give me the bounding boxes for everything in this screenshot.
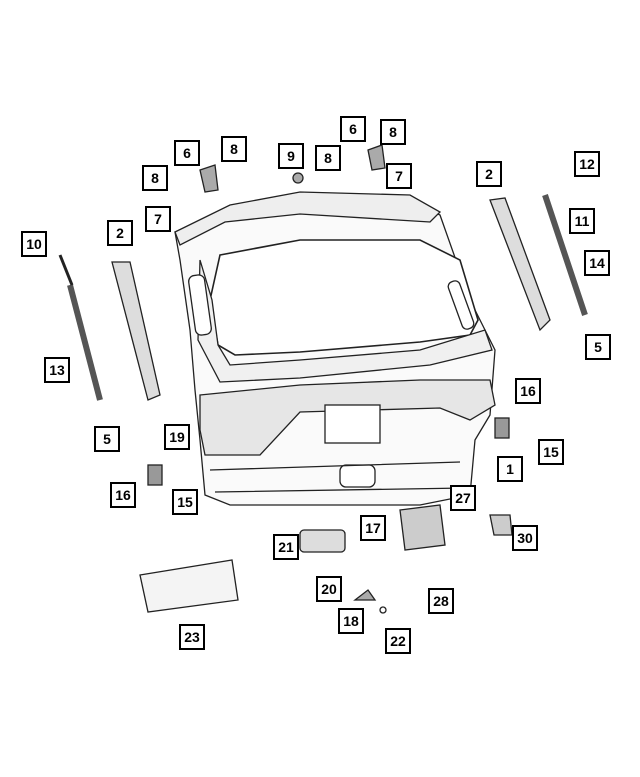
- callout-23: 23: [179, 624, 205, 650]
- callout-30: 30: [512, 525, 538, 551]
- callout-2: 2: [476, 161, 502, 187]
- callout-6: 6: [174, 140, 200, 166]
- callout-6: 6: [340, 116, 366, 142]
- callout-9: 9: [278, 143, 304, 169]
- callout-21: 21: [273, 534, 299, 560]
- license-plate-bracket: [139, 559, 239, 613]
- callout-10: 10: [21, 231, 47, 257]
- callout-15: 15: [172, 489, 198, 515]
- callout-8: 8: [142, 165, 168, 191]
- callout-8: 8: [221, 136, 247, 162]
- callout-14: 14: [584, 250, 610, 276]
- callout-5: 5: [585, 334, 611, 360]
- hinge: [489, 514, 513, 536]
- callout-13: 13: [44, 357, 70, 383]
- right-support-strut: [542, 194, 588, 316]
- callout-16: 16: [515, 378, 541, 404]
- callout-19: 19: [164, 424, 190, 450]
- left-support-strut: [67, 284, 103, 401]
- rear-window: [209, 239, 479, 356]
- callout-1: 1: [497, 456, 523, 482]
- callout-7: 7: [145, 206, 171, 232]
- callout-22: 22: [385, 628, 411, 654]
- callout-12: 12: [574, 151, 600, 177]
- callout-16: 16: [110, 482, 136, 508]
- callout-20: 20: [316, 576, 342, 602]
- bumper-left: [147, 464, 163, 486]
- right-applique: [489, 197, 551, 332]
- left-applique: [111, 261, 161, 401]
- callout-18: 18: [338, 608, 364, 634]
- bumper-right: [494, 417, 510, 439]
- callout-11: 11: [569, 208, 595, 234]
- callout-27: 27: [450, 485, 476, 511]
- spoiler: [174, 191, 442, 246]
- callout-2: 2: [107, 220, 133, 246]
- callout-17: 17: [360, 515, 386, 541]
- callout-5: 5: [94, 426, 120, 452]
- callout-15: 15: [538, 439, 564, 465]
- callout-8: 8: [380, 119, 406, 145]
- liftgate-handle: [299, 529, 346, 553]
- tail-lamp: [199, 379, 496, 456]
- handle-recess: [339, 464, 376, 488]
- liftgate-latch: [399, 504, 446, 551]
- callout-7: 7: [386, 163, 412, 189]
- callout-8: 8: [315, 145, 341, 171]
- callout-28: 28: [428, 588, 454, 614]
